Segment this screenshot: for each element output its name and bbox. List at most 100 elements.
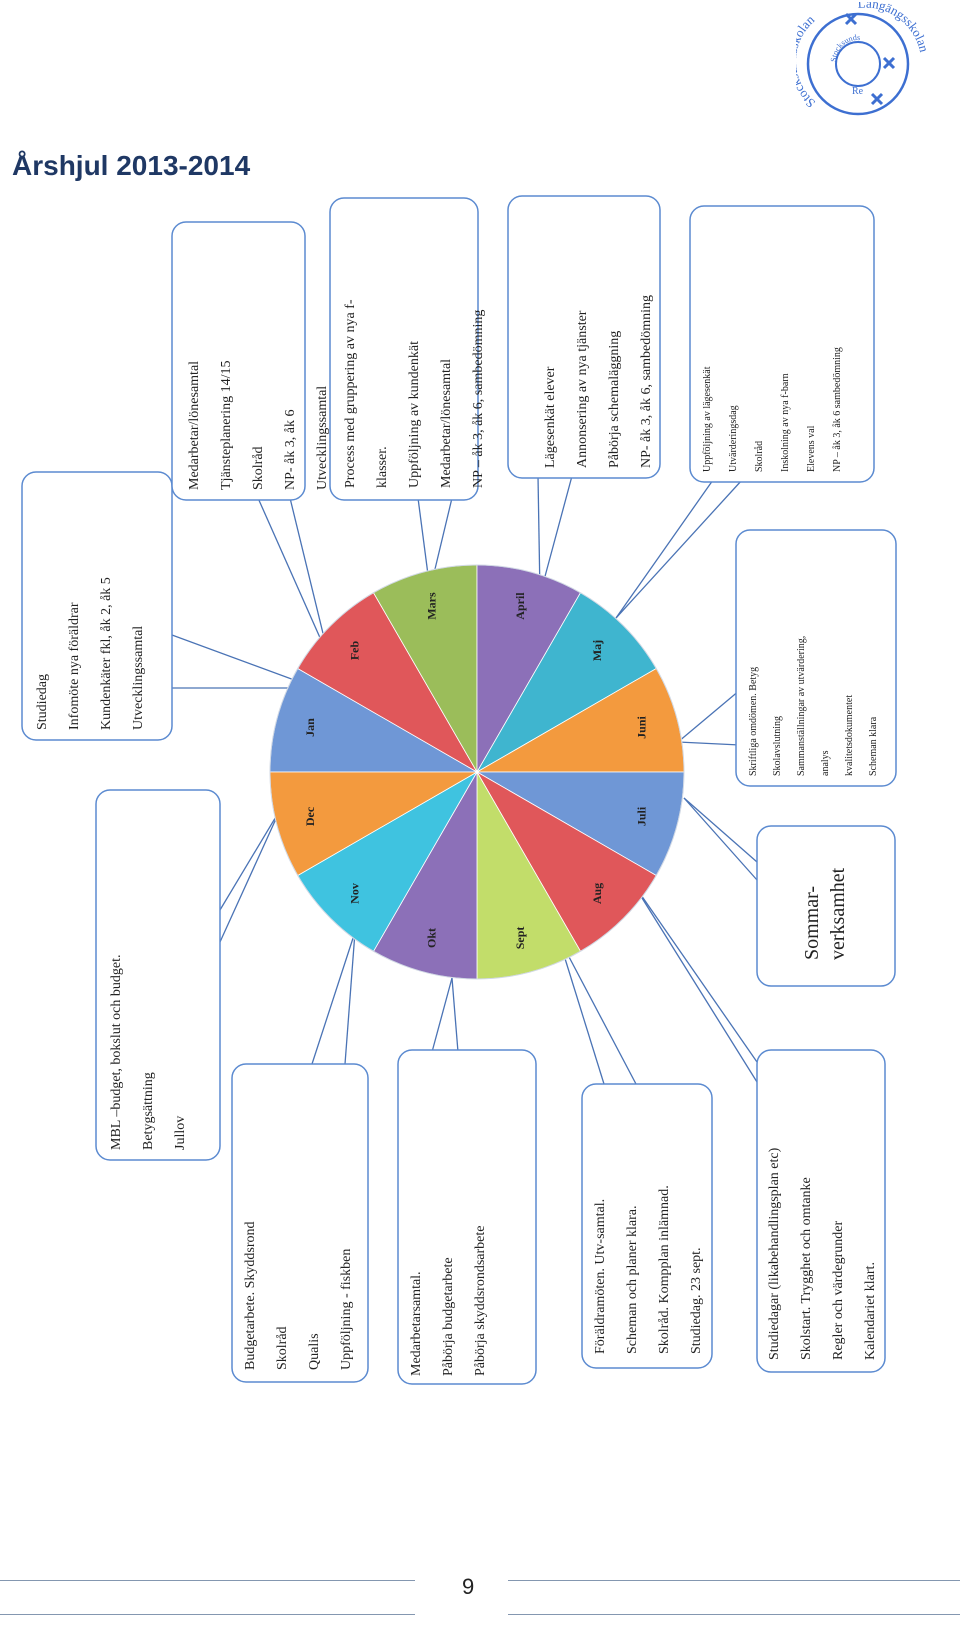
callout-feb-line: Medarbetar/lönesamtal xyxy=(187,361,202,490)
callout-nov-line: Budgetarbete. Skyddsrond xyxy=(243,1221,258,1370)
callout-dec-line: Jullov xyxy=(173,1116,188,1150)
wheel-label-sept: Sept xyxy=(513,927,527,950)
callout-juli-line: verksamhet xyxy=(827,867,849,960)
callout-nov-line: Qualis xyxy=(307,1333,322,1370)
logo-outer-ring xyxy=(806,12,910,116)
callout-sept: Föräldramöten. Utv-samtal. Scheman och pl… xyxy=(581,1083,713,1369)
callout-sept-line: Studiedag. 23 sept. xyxy=(689,1247,704,1354)
callout-juni-line: analys xyxy=(820,750,831,776)
callout-juli: Sommar-verksamhet xyxy=(756,825,896,987)
callout-feb-line: NP- åk 3, åk 6 xyxy=(283,410,298,491)
logo-cross-icons xyxy=(844,12,896,106)
callout-sept-line: Skolråd. Kompplan inlämnad. xyxy=(657,1185,672,1354)
svg-text:MBL –budget, bokslut och budge: MBL –budget, bokslut och budget. Betygsät… xyxy=(109,955,188,1150)
callout-sept-line: Föräldramöten. Utv-samtal. xyxy=(593,1199,608,1354)
callout-feb-line: Skolråd xyxy=(251,446,266,490)
footer-rule-left-bottom xyxy=(0,1614,415,1615)
callout-mars: Process med gruppering av nya f-klasser.… xyxy=(329,197,486,501)
callout-aug-line: Regler och värdegrunder xyxy=(831,1221,846,1360)
connector-juni xyxy=(677,741,741,746)
connector-juli xyxy=(683,797,758,881)
callout-nov-line: Skolråd xyxy=(275,1326,290,1370)
wheel-label-mars: Mars xyxy=(424,592,438,620)
connector-nov xyxy=(311,931,356,1065)
wheel-label-nov: Nov xyxy=(347,883,361,904)
callout-maj-line: Skolråd xyxy=(754,441,765,472)
callout-sept-line: Scheman och planer klara. xyxy=(625,1206,640,1355)
footer-rule-left-top xyxy=(0,1580,415,1581)
callout-feb-line: Utvecklingssamtal xyxy=(315,386,330,490)
callout-april: Lägesenkät elever Annonsering av nya tjän… xyxy=(507,195,661,479)
wheel-label-okt: Okt xyxy=(424,928,438,948)
callout-jan-line: Utvecklingssamtal xyxy=(131,626,146,730)
callout-dec-line: MBL –budget, bokslut och budget. xyxy=(109,955,124,1150)
logo-inner-ring xyxy=(835,41,881,87)
callout-juni-line: Skriftliga omdömen. Betyg xyxy=(748,667,759,776)
callout-mars-line: NP – åk 3, åk 6, sambedömning xyxy=(471,310,486,488)
callout-okt-line: Påbörja skyddsrondsarbete xyxy=(473,1226,488,1376)
callout-dec: MBL –budget, bokslut och budget. Betygsät… xyxy=(95,789,221,1161)
callout-mars-line: Uppföljning av kundenkät xyxy=(407,341,422,488)
callout-maj-line: Uppföljning av lägesenkät xyxy=(702,366,713,472)
callout-dec-line: Betygsättning xyxy=(141,1072,156,1150)
callout-maj-line: Utvärderingsdag xyxy=(728,405,739,472)
callout-juli-line: Sommar- xyxy=(801,886,823,960)
callout-jan-line: Infomöte nya föräldrar xyxy=(67,602,82,730)
callout-april-line: Påbörja schemaläggning xyxy=(607,331,622,468)
callout-jan: Studiedag Infomöte nya föräldrar Kundenkät… xyxy=(21,471,173,741)
svg-text:Process med gruppering av nya: Process med gruppering av nya f-klasser.… xyxy=(343,299,486,488)
logo-center-text: Re xyxy=(852,86,864,97)
connector-sept xyxy=(557,935,605,1085)
callout-aug: Studiedagar (likabehandlingsplan etc)Sko… xyxy=(756,1049,886,1373)
callout-okt-line: Medarbetarsamtal. xyxy=(409,1271,424,1376)
connector-feb-b xyxy=(289,497,330,659)
connector-okt xyxy=(431,977,453,1053)
callout-feb: Medarbetar/lönesamtal Tjänsteplanering 14… xyxy=(171,221,330,501)
wheel-label-juni: Juni xyxy=(635,716,649,739)
connector-aug xyxy=(631,881,758,1083)
callout-aug-line: Kalendariet klart. xyxy=(863,1262,878,1360)
callout-jan-line: Kundenkäter fkl, åk 2, åk 5 xyxy=(99,577,114,730)
callout-maj-line: Elevens val xyxy=(806,425,817,472)
callout-jan-line: Studiedag xyxy=(35,674,50,730)
connector-maj-b xyxy=(615,479,743,619)
callout-maj-line: NP – åk 3, åk 6 sambedömning xyxy=(832,347,843,472)
footer-rule-right-bottom xyxy=(508,1614,960,1615)
callout-april-line: Annonsering av nya tjänster xyxy=(575,310,590,468)
page-footer xyxy=(0,1570,960,1627)
callout-april-line: Lägesenkät elever xyxy=(543,366,558,468)
callout-juni-line: kvalitetsdokumentet xyxy=(844,695,855,776)
svg-text:Studiedagar (likabehandlingspl: Studiedagar (likabehandlingsplan etc)Sko… xyxy=(767,1147,878,1360)
svg-text:Sommar-verksamhet: Sommar-verksamhet xyxy=(801,867,849,960)
wheel-label-april: April xyxy=(513,592,527,620)
wheel-label-aug: Aug xyxy=(590,883,604,904)
callout-aug-line: Studiedagar (likabehandlingsplan etc) xyxy=(767,1147,782,1360)
connector-maj xyxy=(615,479,714,619)
connector-sept-b xyxy=(557,935,637,1085)
connector-juli-b xyxy=(683,797,758,863)
connector-dec xyxy=(219,809,281,943)
callout-juni-line: Scheman klara xyxy=(868,716,879,776)
connector-juni-b xyxy=(677,689,741,743)
connector-okt-b xyxy=(451,977,459,1053)
callout-mars-line: Process med gruppering av nya f- xyxy=(343,299,358,488)
wheel-label-juli: Juli xyxy=(635,806,649,826)
callout-juni-line: Sammanställningar av utvärdering, xyxy=(796,636,807,776)
callout-mars-line: klasser. xyxy=(375,446,390,488)
wheel-label-jan: Jan xyxy=(303,718,317,737)
connector-dec-b xyxy=(219,809,281,911)
page-title: Årshjul 2013-2014 xyxy=(12,150,251,181)
wheel-label-dec: Dec xyxy=(303,806,317,826)
connector-april-b xyxy=(539,475,573,596)
logo-text-right: Långängsskolan xyxy=(857,2,932,54)
school-logo: Stocksundsskolan Långängsskolan Stocksun… xyxy=(796,2,932,116)
wheel-label-maj: Maj xyxy=(590,640,604,661)
callout-feb-line: Tjänsteplanering 14/15 xyxy=(219,361,234,490)
